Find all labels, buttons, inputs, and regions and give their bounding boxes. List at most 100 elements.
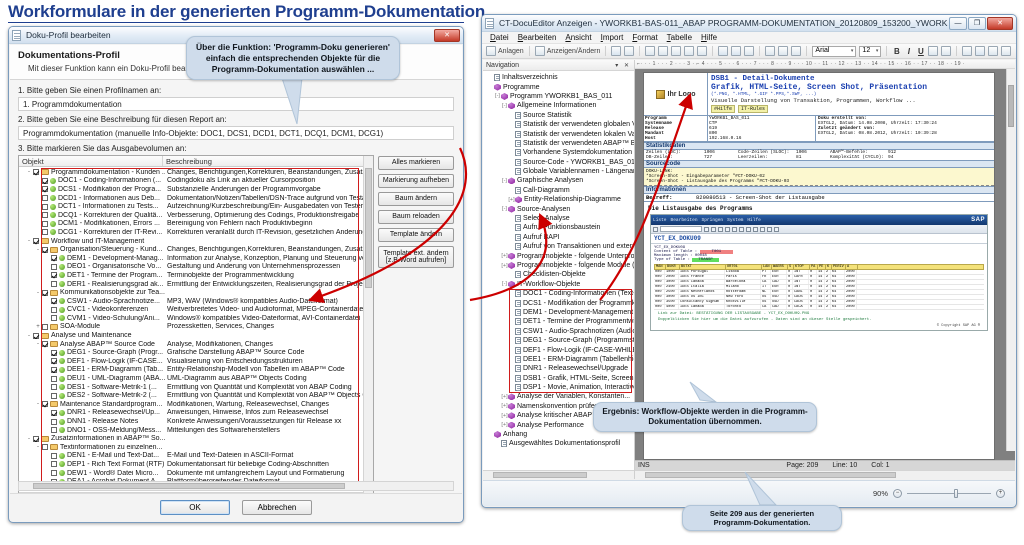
close-icon[interactable]: ✕: [987, 16, 1013, 30]
highlight-color-icon[interactable]: [941, 46, 952, 56]
table-row[interactable]: DEO1 - Organisatorische Vo...Gestaltung …: [19, 263, 363, 272]
checkbox[interactable]: [51, 263, 57, 270]
checkbox[interactable]: [51, 281, 57, 288]
expander-icon[interactable]: -: [37, 444, 39, 451]
document-hscroll-thumb[interactable]: [645, 472, 896, 478]
table-row[interactable]: DCD1 - Informationen aus Deb...Dokumenta…: [19, 194, 363, 203]
checkbox[interactable]: [42, 229, 48, 236]
cancel-button[interactable]: Abbrechen: [242, 500, 312, 515]
list-item[interactable]: [-]Source-Analysen: [485, 204, 634, 213]
viewmode-button[interactable]: Anzeigen/Ändern: [546, 47, 601, 55]
list-item[interactable]: Aufruf Funktionsbaustein: [485, 223, 634, 232]
checkbox[interactable]: [42, 195, 48, 202]
list-item[interactable]: Vorhandene Systemdokumentation: [485, 148, 634, 157]
list-item[interactable]: Ausgewähltes Dokumentationsprofil: [485, 439, 634, 448]
tag-hilfe[interactable]: #Hilfe: [711, 105, 736, 113]
list-item[interactable]: Globale Variablennamen - Längenanalyse: [485, 167, 634, 176]
zoom-out-button[interactable]: −: [893, 489, 902, 498]
table-row[interactable]: -Kommunikationsobjekte zur Tea...: [19, 288, 363, 297]
checkbox[interactable]: [42, 203, 48, 210]
expander-icon[interactable]: -: [37, 341, 39, 348]
menu-bearbeiten[interactable]: Bearbeiten: [517, 33, 557, 42]
align-left-icon[interactable]: [962, 46, 973, 56]
checkbox[interactable]: [51, 470, 57, 477]
table-row[interactable]: DER1 - Realisierungsgrad ak...Ermittlung…: [19, 280, 363, 289]
bold-button[interactable]: B: [894, 46, 900, 56]
checkbox[interactable]: [51, 418, 57, 425]
list-item[interactable]: Statistik der verwendeten globalen Varia…: [485, 120, 634, 129]
lock-icon[interactable]: [534, 46, 545, 56]
document-hscrollbar[interactable]: [635, 470, 1015, 479]
replace-icon[interactable]: [731, 46, 742, 56]
table-row[interactable]: DCQ1 - Korrekturen der Qualitä...Verbess…: [19, 211, 363, 220]
list-item[interactable]: CSW1 - Audio-Sprachnotizen (Audio-Memo, …: [485, 327, 634, 336]
document-vscrollbar[interactable]: [1006, 69, 1015, 451]
list-item[interactable]: [+]Entity-Relationship-Diagramme: [485, 195, 634, 204]
list-item[interactable]: DCS1 - Modifikation der Programmkonzepti…: [485, 298, 634, 307]
list-item[interactable]: [+]Programmobjekte - folgende Unterprogr…: [485, 251, 634, 260]
list-item[interactable]: Source-Code - YWORKB1_BAS_011: [485, 158, 634, 167]
expander-icon[interactable]: [-]: [502, 102, 507, 109]
menu-import[interactable]: Import: [600, 33, 624, 42]
table-row[interactable]: DEE1 - ERM-Diagramm (Tab...Entity-Relati…: [19, 366, 363, 375]
list-item[interactable]: Statistik der verwendeten ABAP™ Befehle …: [485, 139, 634, 148]
checkbox[interactable]: [51, 384, 57, 391]
list-item[interactable]: [-]Allgemeine Informationen: [485, 101, 634, 110]
print-icon[interactable]: [624, 46, 635, 56]
undo-icon[interactable]: [684, 46, 695, 56]
list-item[interactable]: Anhang: [485, 430, 634, 439]
expander-icon[interactable]: [-]: [502, 177, 507, 184]
cut-icon[interactable]: [645, 46, 656, 56]
image-icon[interactable]: [744, 46, 755, 56]
list-item[interactable]: DET1 - Termine der Programmentwicklung: [485, 317, 634, 326]
profilname-input[interactable]: 1. Programmdokumentation: [18, 97, 454, 111]
table-row[interactable]: DEG1 - Source-Graph (Progr...Grafische D…: [19, 348, 363, 357]
expander-icon[interactable]: [+]: [501, 393, 508, 400]
align-center-icon[interactable]: [975, 46, 986, 56]
table-row[interactable]: DNO1 - OSS-Meldung/Mess...Mitteilungen d…: [19, 426, 363, 435]
expander-icon[interactable]: [+]: [501, 262, 508, 269]
underline-button[interactable]: U: [918, 46, 924, 56]
expander-icon[interactable]: -: [28, 238, 30, 245]
list-item[interactable]: [+]Analyse der Variablen, Konstanten...: [485, 392, 634, 401]
table-row[interactable]: -Zusatzinformationen in ABAP™ So...: [19, 434, 363, 443]
list-item[interactable]: Programme: [485, 82, 634, 91]
list-item[interactable]: [+]Namenskonvention prüfen: [485, 402, 634, 411]
checkbox[interactable]: [42, 444, 48, 451]
checkbox[interactable]: [33, 435, 39, 442]
checkbox[interactable]: [42, 212, 48, 219]
table-row[interactable]: DET1 - Termine der Program...Terminobjek…: [19, 271, 363, 280]
list-item[interactable]: [+]Analyse Performance: [485, 420, 634, 429]
document-vscroll-thumb[interactable]: [1008, 85, 1014, 127]
expander-icon[interactable]: [+]: [501, 422, 508, 429]
expander-icon[interactable]: [+]: [501, 412, 508, 419]
align-right-icon[interactable]: [988, 46, 999, 56]
table-row[interactable]: DEW1 - Word® Datei Micro...Dokumente mit…: [19, 469, 363, 478]
expander-icon[interactable]: [+]: [508, 196, 515, 203]
list-item[interactable]: DEE1 - ERM-Diagramm (Tabellenhierarchie …: [485, 355, 634, 364]
checkbox[interactable]: [42, 289, 48, 296]
table-row[interactable]: DOC1 - Coding-Informationen (...Codingdo…: [19, 177, 363, 186]
table-row[interactable]: -Workflow und IT-Management: [19, 237, 363, 246]
checkbox[interactable]: [51, 392, 57, 399]
side-button-5[interactable]: Template ändern: [378, 228, 454, 242]
table-row[interactable]: -Programmdokumentation - Kunden ...Chang…: [19, 168, 363, 177]
table-row[interactable]: DCM1 - Modifikationen, Errors ...Bereini…: [19, 220, 363, 229]
table-row[interactable]: -Analyse und Maintenance: [19, 331, 363, 340]
table-row[interactable]: DCG1 - Korrekturen der IT-Revi...Korrekt…: [19, 228, 363, 237]
expander-icon[interactable]: [-]: [495, 93, 500, 100]
side-button-2[interactable]: Markierung aufheben: [378, 174, 454, 188]
paste-icon[interactable]: [671, 46, 682, 56]
checkbox[interactable]: [42, 323, 48, 330]
side-button-1[interactable]: Alles markieren: [378, 156, 454, 170]
table-row[interactable]: DCT1 - Informationen zu Tests...Aufzeich…: [19, 202, 363, 211]
expander-icon[interactable]: [-]: [502, 206, 507, 213]
table-row[interactable]: -Textinformationen zu einzelnen...: [19, 443, 363, 452]
list-item[interactable]: DEF1 - Flow-Logik (IF-CASE-WHILE-LOOP ..…: [485, 345, 634, 354]
list-item[interactable]: Checklisten-Objekte: [485, 270, 634, 279]
checkbox[interactable]: [42, 401, 48, 408]
table-row[interactable]: DCS1 - Modifikation der Progra...Substan…: [19, 185, 363, 194]
